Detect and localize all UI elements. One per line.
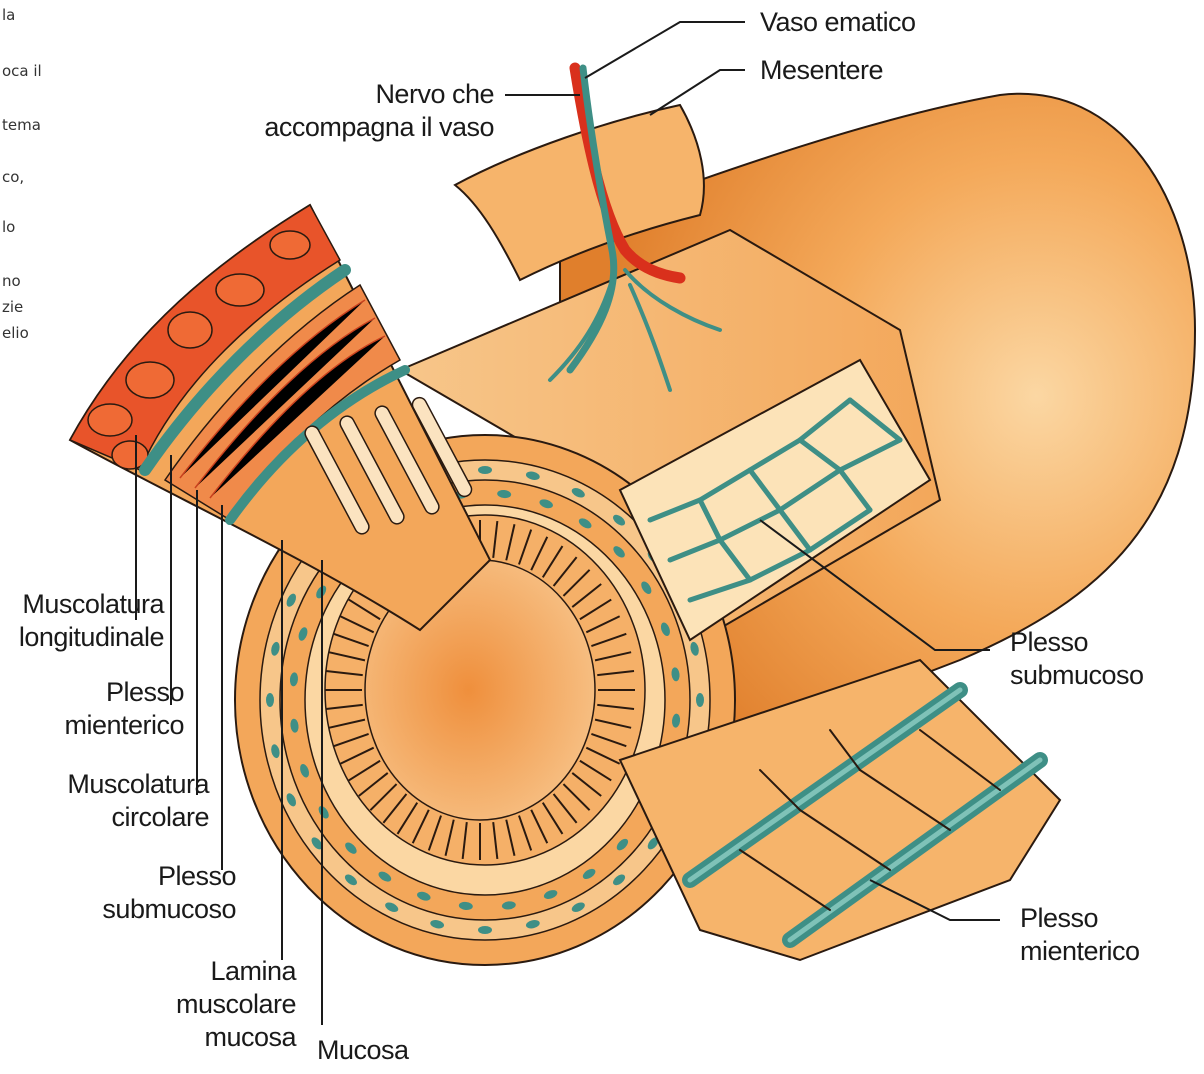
label-plesso-submucoso-right: Plesso submucoso [1010,626,1144,692]
label-mesentere: Mesentere [760,54,883,87]
plexus-dot [478,926,492,934]
page-fragment: co, [2,168,24,186]
page-fragment: elio [2,324,29,342]
page-fragment: tema [2,116,41,134]
label-plesso-mienterico-left: Plesso mienterico [64,676,184,742]
page-fragment: no [2,272,21,290]
label-vaso-ematico: Vaso ematico [760,6,916,39]
page-fragment: la [2,6,15,24]
page-fragment: lo [2,218,15,236]
plexus-dot [478,466,492,474]
label-plesso-submucoso-left: Plesso submucoso [102,860,236,926]
plexus-dot [696,693,704,707]
label-muscolatura-circolare: Muscolatura circolare [67,768,209,834]
page-fragment: oca il [2,62,42,80]
plexus-dot [266,693,274,707]
label-lamina-muscolare-mucosa: Lamina muscolare mucosa [176,955,296,1054]
label-mucosa: Mucosa [317,1034,409,1067]
page-fragment: zie [2,298,23,316]
label-plesso-mienterico-right: Plesso mienterico [1020,902,1140,968]
label-nervo: Nervo che accompagna il vaso [264,78,494,144]
label-muscolatura-longitudinale: Muscolatura longitudinale [19,588,164,654]
